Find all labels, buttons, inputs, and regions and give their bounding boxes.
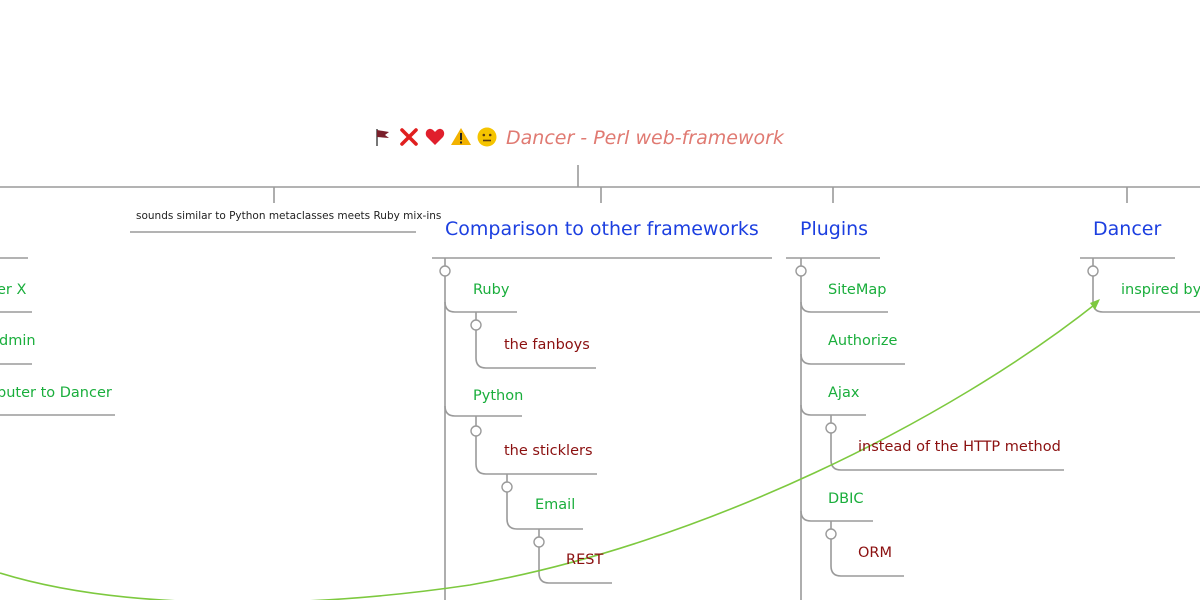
comparison-topic[interactable]: Comparison to other frameworks <box>445 218 759 240</box>
email-topic[interactable]: Email <box>535 497 576 513</box>
dbic-topic[interactable]: DBIC <box>828 491 864 507</box>
note-topic[interactable]: sounds similar to Python metaclasses mee… <box>136 210 442 222</box>
ruby-topic[interactable]: Ruby <box>473 282 510 298</box>
warning-icon <box>451 128 471 145</box>
left-item-3[interactable]: buter to Dancer <box>0 385 112 401</box>
heart-icon <box>425 128 445 145</box>
rest-topic[interactable]: REST <box>566 552 604 568</box>
inspired-by-topic[interactable]: inspired by <box>1121 282 1200 298</box>
fanboys-topic[interactable]: the fanboys <box>504 337 590 353</box>
root-icon-group <box>372 126 498 148</box>
cross-icon <box>400 128 418 146</box>
root-topic[interactable]: Dancer - Perl web-framework <box>506 127 784 149</box>
left-item-1[interactable]: er X <box>0 282 27 298</box>
authorize-topic[interactable]: Authorize <box>828 333 898 349</box>
orm-topic[interactable]: ORM <box>858 545 892 561</box>
left-item-2[interactable]: dmin <box>0 333 36 349</box>
plugins-topic[interactable]: Plugins <box>800 218 869 240</box>
flag-icon <box>376 129 389 146</box>
python-topic[interactable]: Python <box>473 388 524 404</box>
http-method-topic[interactable]: instead of the HTTP method <box>858 439 1061 455</box>
neutral-face-icon <box>477 127 497 147</box>
dancer-topic[interactable]: Dancer <box>1093 218 1162 240</box>
sticklers-topic[interactable]: the sticklers <box>504 443 593 459</box>
ajax-topic[interactable]: Ajax <box>828 385 860 401</box>
sitemap-topic[interactable]: SiteMap <box>828 282 887 298</box>
